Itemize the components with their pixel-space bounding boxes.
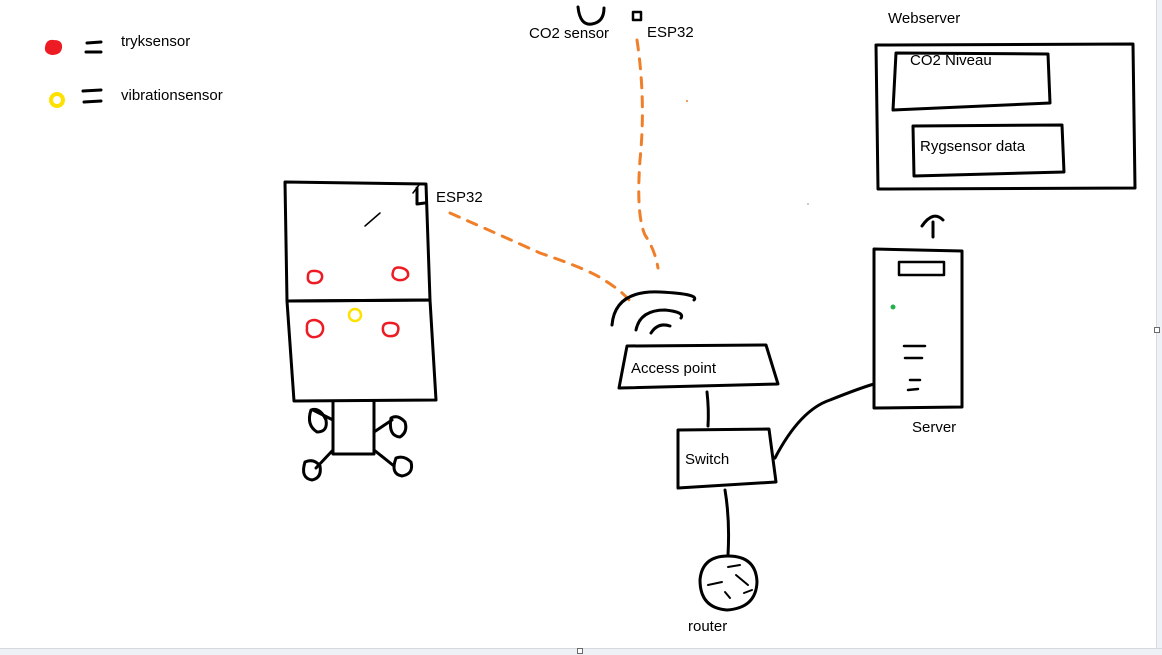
stray-dot [686, 100, 688, 102]
stray-dot [807, 203, 809, 205]
link-ap-switch [705, 390, 710, 428]
access-point [610, 290, 780, 390]
link-switch-server [773, 382, 876, 460]
esp32-top-label: ESP32 [647, 24, 694, 41]
switch-label: Switch [685, 451, 730, 468]
arrow-server-to-webserver [920, 214, 945, 239]
canvas-resize-handle-right[interactable] [1154, 327, 1160, 333]
legend-tryksensor-symbol [44, 39, 103, 55]
switch-box [676, 427, 778, 490]
co2-niveau-panel-label: CO2 Niveau [910, 52, 992, 69]
legend-vibrationsensor-symbol [49, 88, 103, 108]
legend-vibrationsensor-label: vibrationsensor [121, 87, 223, 104]
rygsensor-data-panel-label: Rygsensor data [920, 138, 1026, 155]
co2-sensor-label: CO2 sensor [529, 25, 610, 42]
link-switch-router [723, 488, 731, 557]
esp32-chair-label: ESP32 [436, 189, 483, 206]
wireless-link-esp32-top [635, 38, 660, 270]
server-label: Server [912, 419, 957, 436]
router [698, 554, 759, 612]
webserver-title: Webserver [888, 10, 961, 27]
chair [283, 180, 438, 482]
wireless-link-esp32-chair [448, 211, 636, 308]
canvas-resize-handle-bottom[interactable] [577, 648, 583, 654]
server [872, 247, 964, 410]
access-point-label: Access point [631, 360, 717, 377]
esp32-top-box [631, 10, 643, 22]
chair-pressure-sensors [305, 266, 410, 339]
co2-sensor-shape [576, 5, 606, 26]
chair-vibration-sensor [347, 307, 363, 323]
router-label: router [688, 618, 728, 635]
server-status-led [890, 304, 896, 310]
legend-tryksensor-label: tryksensor [121, 33, 191, 50]
webserver-window [874, 42, 1137, 191]
